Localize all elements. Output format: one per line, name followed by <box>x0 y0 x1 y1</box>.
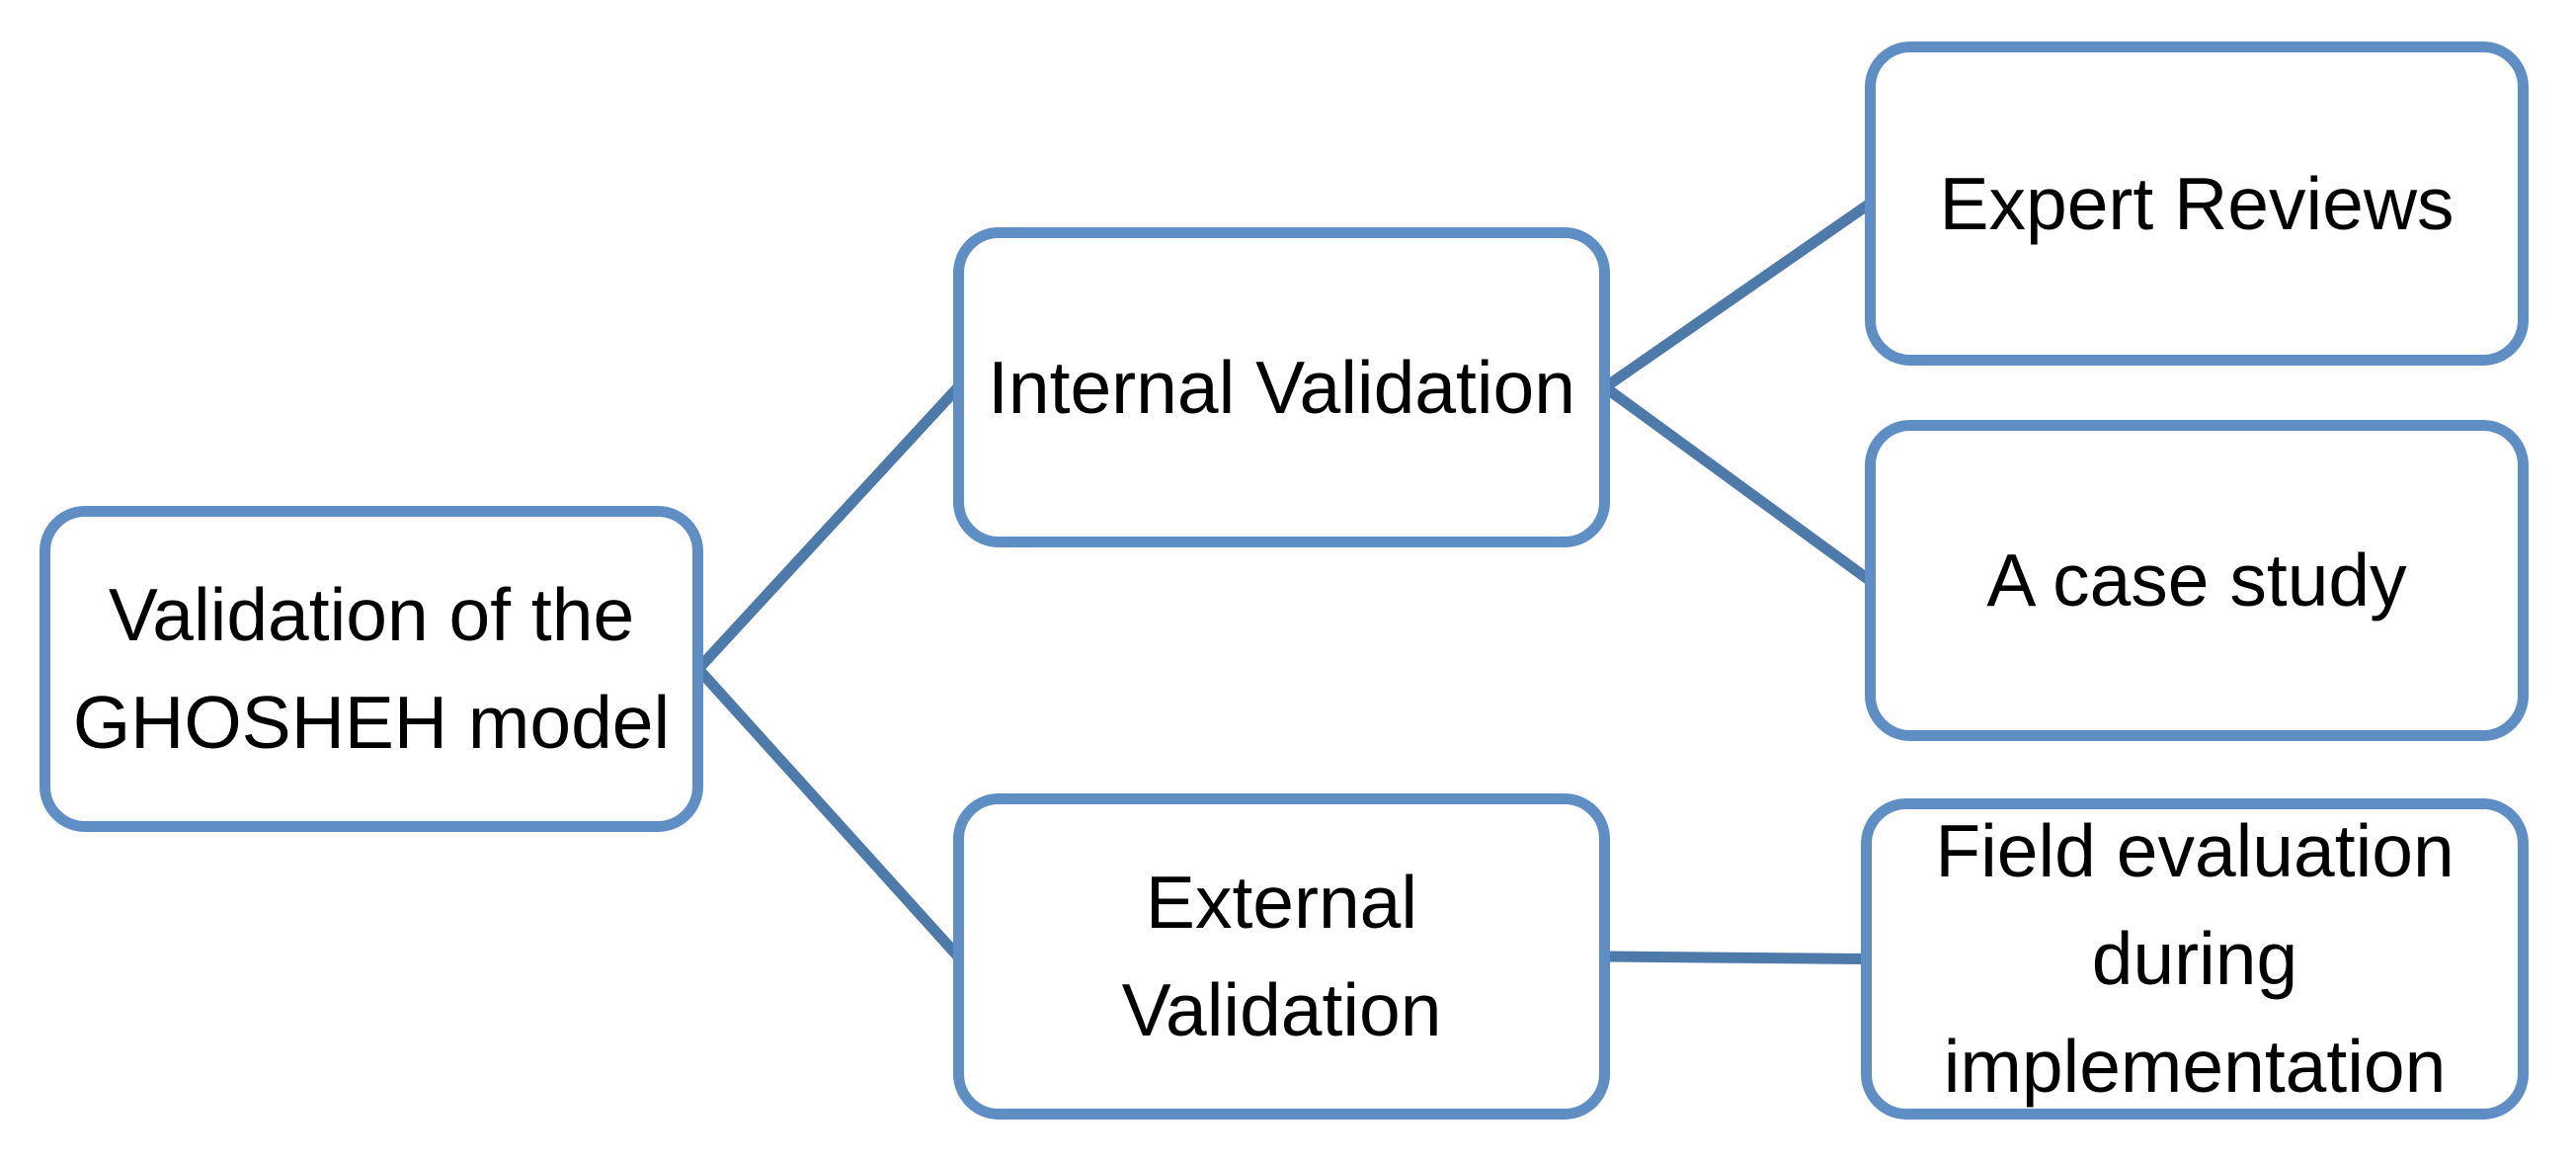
node-expert-reviews: Expert Reviews <box>1865 41 2529 366</box>
connector-root-to-external <box>693 665 963 960</box>
node-label: Expert Reviews <box>1939 161 2455 245</box>
node-external-validation: External Validation <box>953 793 1610 1120</box>
node-label: Validation of the GHOSHEH model <box>72 573 671 764</box>
node-label: External Validation <box>1121 861 1442 1051</box>
connector-internal-to-case <box>1601 382 1874 585</box>
connector-internal-to-expert <box>1601 199 1874 392</box>
node-validation-of-ghosheh-model: Validation of the GHOSHEH model <box>40 506 703 832</box>
node-label: Internal Validation <box>988 345 1575 429</box>
node-a-case-study: A case study <box>1865 420 2529 741</box>
node-label: Field evaluation during implementation <box>1935 809 2455 1108</box>
connector-root-to-internal <box>693 383 963 673</box>
node-internal-validation: Internal Validation <box>953 227 1610 547</box>
connector-external-to-field <box>1604 951 1867 964</box>
node-field-evaluation: Field evaluation during implementation <box>1861 798 2529 1120</box>
node-label: A case study <box>1986 539 2407 622</box>
